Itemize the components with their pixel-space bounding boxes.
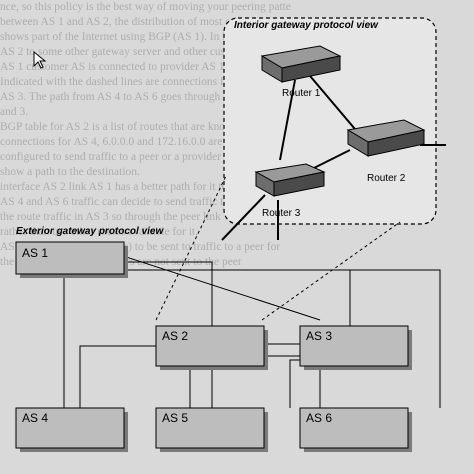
mouse-cursor-icon [33,50,47,69]
background-text-line: configured to send traffic to a peer or … [0,151,222,163]
background-text-line: the route traffic in AS 3 so through the… [0,211,221,223]
router-1-label: Router 1 [282,88,321,99]
projection-line-right [261,221,401,321]
background-text-line: between AS 1 and AS 2, the distribution … [0,16,249,28]
as-2-label: AS 2 [162,329,188,343]
as-1-box: AS 1 [15,241,128,278]
background-text-line: and 3. [0,106,29,118]
background-text-line: AS 1 customer AS is connected to provide… [0,61,293,73]
as-links [63,254,441,408]
background-text-line: shows part of the Internet using BGP (AS… [0,31,253,43]
stub-r3-left [221,194,266,241]
background-text-line: show a path to the destination. [0,166,140,178]
router-1: Router 1 [260,45,342,99]
router-3: Router 3 [254,163,326,219]
projection-line-left [155,175,227,321]
background-text-line: nce, so this policy is the best way of m… [0,1,291,13]
as-3-label: AS 3 [306,329,332,343]
as-6-box: AS 6 [299,407,412,452]
background-text-line: interface AS 2 link AS 1 has a better pa… [0,181,256,193]
as-4-label: AS 4 [22,411,48,425]
background-text-line: connections for AS 4, 6.0.0.0 and 172.16… [0,136,273,148]
as-5-label: AS 5 [162,411,188,425]
as-1-label: AS 1 [22,246,48,260]
exterior-view-title: Exterior gateway protocol view [16,226,164,237]
router-2-label: Router 2 [367,173,406,184]
as-5-box: AS 5 [155,407,268,452]
background-text-line: AS 4 and AS 6 traffic can decide to send… [0,196,230,208]
background-text-line: Indicated with the dashed lines are conn… [0,76,286,88]
background-text-line: BGP table for AS 2 is a list of routes t… [0,121,294,133]
interior-view-title: Interior gateway protocol view [234,20,379,31]
as-3-box: AS 3 [299,325,412,370]
link-r1-r3 [279,79,296,161]
background-text-line: AS 2 to some other gateway server and ot… [0,46,257,58]
link-r1-r2 [304,69,361,136]
background-text-line: rather than use other routes available f… [0,226,198,238]
as-2-box: AS 2 [155,325,268,370]
router-3-label: Router 3 [262,208,301,219]
router-2: Router 2 [346,119,426,184]
as-4-box: AS 4 [15,407,128,452]
as-6-label: AS 6 [306,411,332,425]
